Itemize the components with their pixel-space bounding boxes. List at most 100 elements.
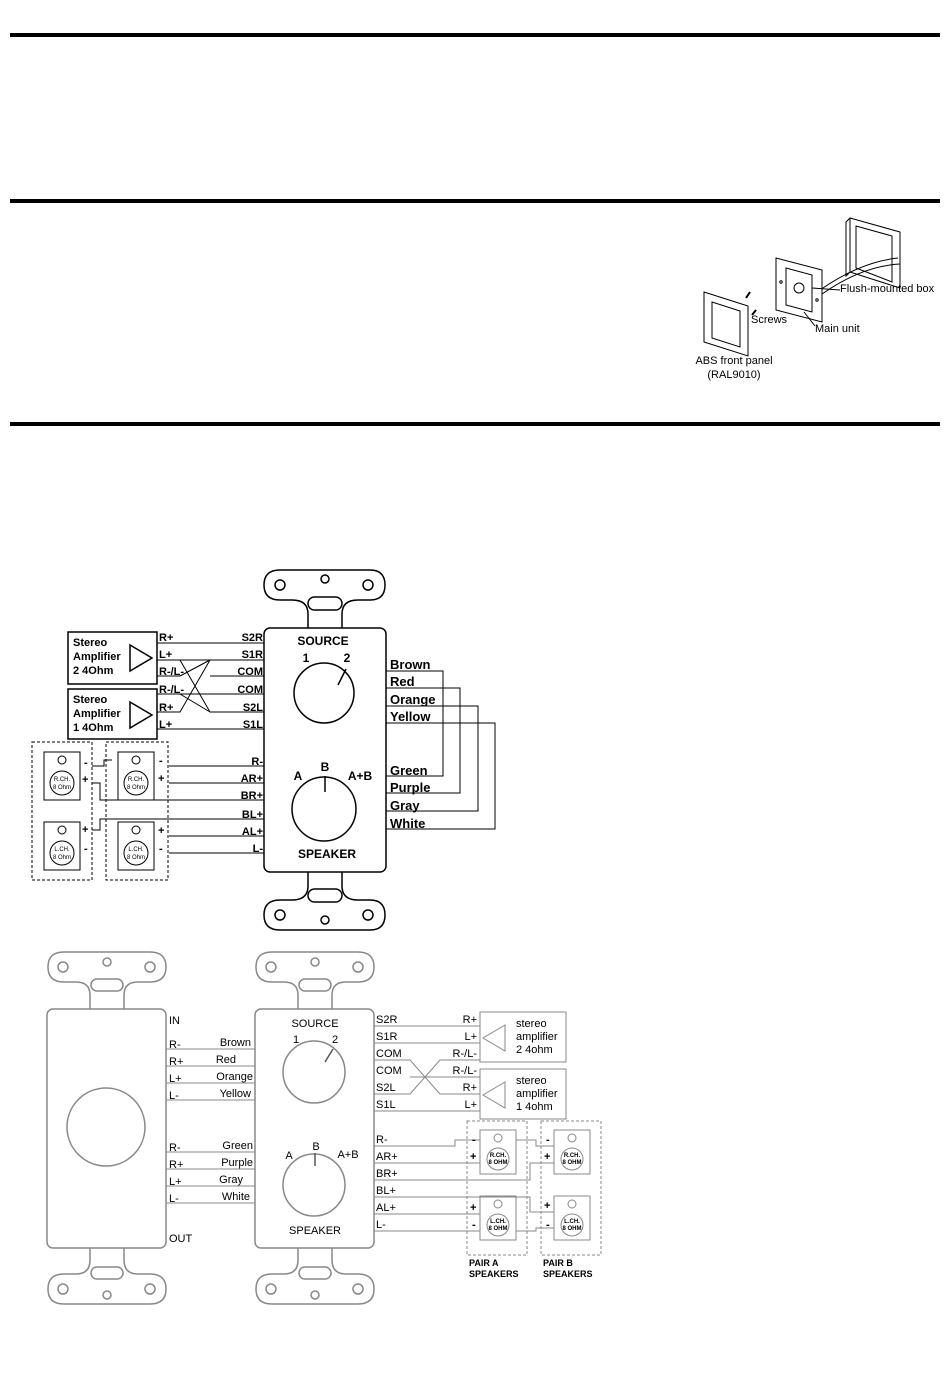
- d1-source-pos-2: 2: [344, 651, 351, 665]
- wall-plate-diagram-1: [263, 569, 387, 931]
- d1-amp1-line2: Amplifier: [73, 708, 121, 720]
- section-rule-2: [10, 422, 940, 426]
- d1-amp2-term-r: R+: [159, 632, 173, 644]
- d1-speaker-pos-ab: A+B: [348, 769, 373, 783]
- speaker-knob-2[interactable]: [283, 1154, 345, 1216]
- d1-wire-brown: Brown: [390, 657, 431, 672]
- d2-term-r-minus: R-: [376, 1134, 388, 1146]
- d1-pol-7: +: [158, 825, 164, 837]
- d2-spk-br-l1: R.CH.: [564, 1153, 581, 1159]
- d2-speaker-label: SPEAKER: [289, 1225, 341, 1237]
- d2-in-color-3: Orange: [216, 1071, 253, 1083]
- d2-amp2-line1: stereo: [516, 1018, 547, 1030]
- d2-out-color-2: Purple: [221, 1157, 253, 1169]
- d2-plate-wires: [166, 1048, 255, 1204]
- d2-amp1-line1: stereo: [516, 1075, 547, 1087]
- d1-speaker-label: SPEAKER: [298, 847, 356, 861]
- d2-in-term-3: L+: [169, 1073, 182, 1085]
- d1-spk-b-r-l1: R.CH.: [128, 777, 145, 783]
- d2-term-br-plus: BR+: [376, 1168, 398, 1180]
- d1-wire-yellow: Yellow: [390, 709, 431, 724]
- d2-in-term-4: L-: [169, 1090, 179, 1102]
- d2-pair-b-line2: SPEAKERS: [543, 1269, 593, 1279]
- d2-term-s1r: S1R: [376, 1031, 397, 1043]
- d2-term-al-plus: AL+: [376, 1202, 396, 1214]
- d2-term-s2r: S2R: [376, 1014, 397, 1026]
- d2-pol-6: -: [472, 1219, 476, 1231]
- d2-amp2-line2: amplifier: [516, 1031, 558, 1043]
- d2-spk-bl-l2: 8 OHM: [562, 1226, 581, 1232]
- d2-speaker-pos-b: B: [312, 1141, 319, 1153]
- d1-amplifiers: [67, 631, 158, 740]
- d1-spk-a-r-l1: R.CH.: [54, 777, 71, 783]
- d1-term-s1r: S1R: [242, 649, 263, 661]
- d2-amp1-term-l: L+: [464, 1099, 477, 1111]
- d1-amp1-line1: Stereo: [73, 694, 108, 706]
- d2-out-term-2: R+: [169, 1159, 183, 1171]
- d2-source-pos-2: 2: [332, 1034, 338, 1046]
- d1-term-s2r: S2R: [242, 632, 263, 644]
- d1-amp1-term-l: L+: [159, 719, 172, 731]
- d2-spk-al-l2: 8 OHM: [488, 1226, 507, 1232]
- d1-term-br-plus: BR+: [241, 790, 263, 802]
- d1-term-ar-plus: AR+: [241, 773, 263, 785]
- d2-pol-3: -: [546, 1134, 550, 1146]
- d2-amp2-term-l: L+: [464, 1031, 477, 1043]
- d2-spk-ar-l1: R.CH.: [490, 1153, 507, 1159]
- section-rule-1: [10, 199, 940, 203]
- d2-term-com-2: COM: [376, 1065, 402, 1077]
- d2-amp1-line3: 1 4ohm: [516, 1101, 553, 1113]
- d2-spk-al-l1: L.CH.: [490, 1219, 506, 1225]
- d1-speaker-wires: [92, 759, 264, 854]
- d1-source-label: SOURCE: [297, 634, 348, 648]
- d2-speakers: [374, 1120, 602, 1256]
- d1-pol-6: -: [84, 843, 88, 855]
- d1-spk-b-r-l2: 8 Ohm: [127, 785, 145, 791]
- d2-in-label: IN: [169, 1015, 180, 1027]
- speaker-knob-1[interactable]: [292, 777, 356, 841]
- d2-pair-a-line2: SPEAKERS: [469, 1269, 519, 1279]
- d2-term-l-minus: L-: [376, 1219, 386, 1231]
- top-rule: [10, 33, 940, 37]
- d2-in-color-2: Red: [216, 1054, 236, 1066]
- d2-spk-bl-l1: L.CH.: [564, 1219, 580, 1225]
- installation-illustration: [703, 217, 901, 357]
- d1-color-wires: [386, 670, 496, 830]
- d1-pol-8: -: [159, 843, 163, 855]
- d1-spk-a-r-l2: 8 Ohm: [53, 785, 71, 791]
- d1-spk-a-l-l1: L.CH.: [54, 847, 70, 853]
- source-knob-1[interactable]: [294, 663, 354, 723]
- d2-pair-a-line1: PAIR A: [469, 1258, 499, 1268]
- d1-term-com-2: COM: [237, 684, 263, 696]
- d1-wire-purple: Purple: [390, 780, 430, 795]
- d2-pol-2: +: [470, 1151, 476, 1163]
- d2-term-s2l: S2L: [376, 1082, 396, 1094]
- d2-out-color-3: Gray: [219, 1174, 243, 1186]
- d1-spk-a-l-l2: 8 Ohm: [53, 855, 71, 861]
- d2-term-s1l: S1L: [376, 1099, 396, 1111]
- d2-pol-4: +: [544, 1151, 550, 1163]
- d1-amp1-term-com: R-/L-: [159, 684, 184, 696]
- d1-pol-2: +: [82, 774, 88, 786]
- wall-plate-in-out: [46, 951, 167, 1305]
- d2-source-label: SOURCE: [291, 1018, 338, 1030]
- d2-pol-5: +: [470, 1202, 476, 1214]
- d2-spk-ar-l2: 8 OHM: [488, 1160, 507, 1166]
- d2-out-term-1: R-: [169, 1142, 181, 1154]
- d2-amp1-term-com: R-/L-: [453, 1065, 478, 1077]
- d2-out-term-4: L-: [169, 1193, 179, 1205]
- d2-amp1-term-r: R+: [463, 1082, 477, 1094]
- front-panel-label: ABS front panel: [695, 355, 772, 367]
- d1-term-l-minus: L-: [253, 843, 264, 855]
- d1-wire-gray: Gray: [390, 798, 420, 813]
- d1-spk-b-l-l2: 8 Ohm: [127, 855, 145, 861]
- d1-speaker-pos-b: B: [321, 760, 330, 774]
- d1-term-s2l: S2L: [243, 702, 263, 714]
- d1-amp2-line3: 2 4Ohm: [73, 665, 114, 677]
- d2-out-term-3: L+: [169, 1176, 182, 1188]
- d1-term-r-minus: R-: [251, 756, 263, 768]
- d2-speaker-pos-a: A: [285, 1150, 293, 1162]
- d2-in-term-1: R-: [169, 1039, 181, 1051]
- d1-amp2-line1: Stereo: [73, 637, 108, 649]
- source-knob-2[interactable]: [283, 1041, 345, 1103]
